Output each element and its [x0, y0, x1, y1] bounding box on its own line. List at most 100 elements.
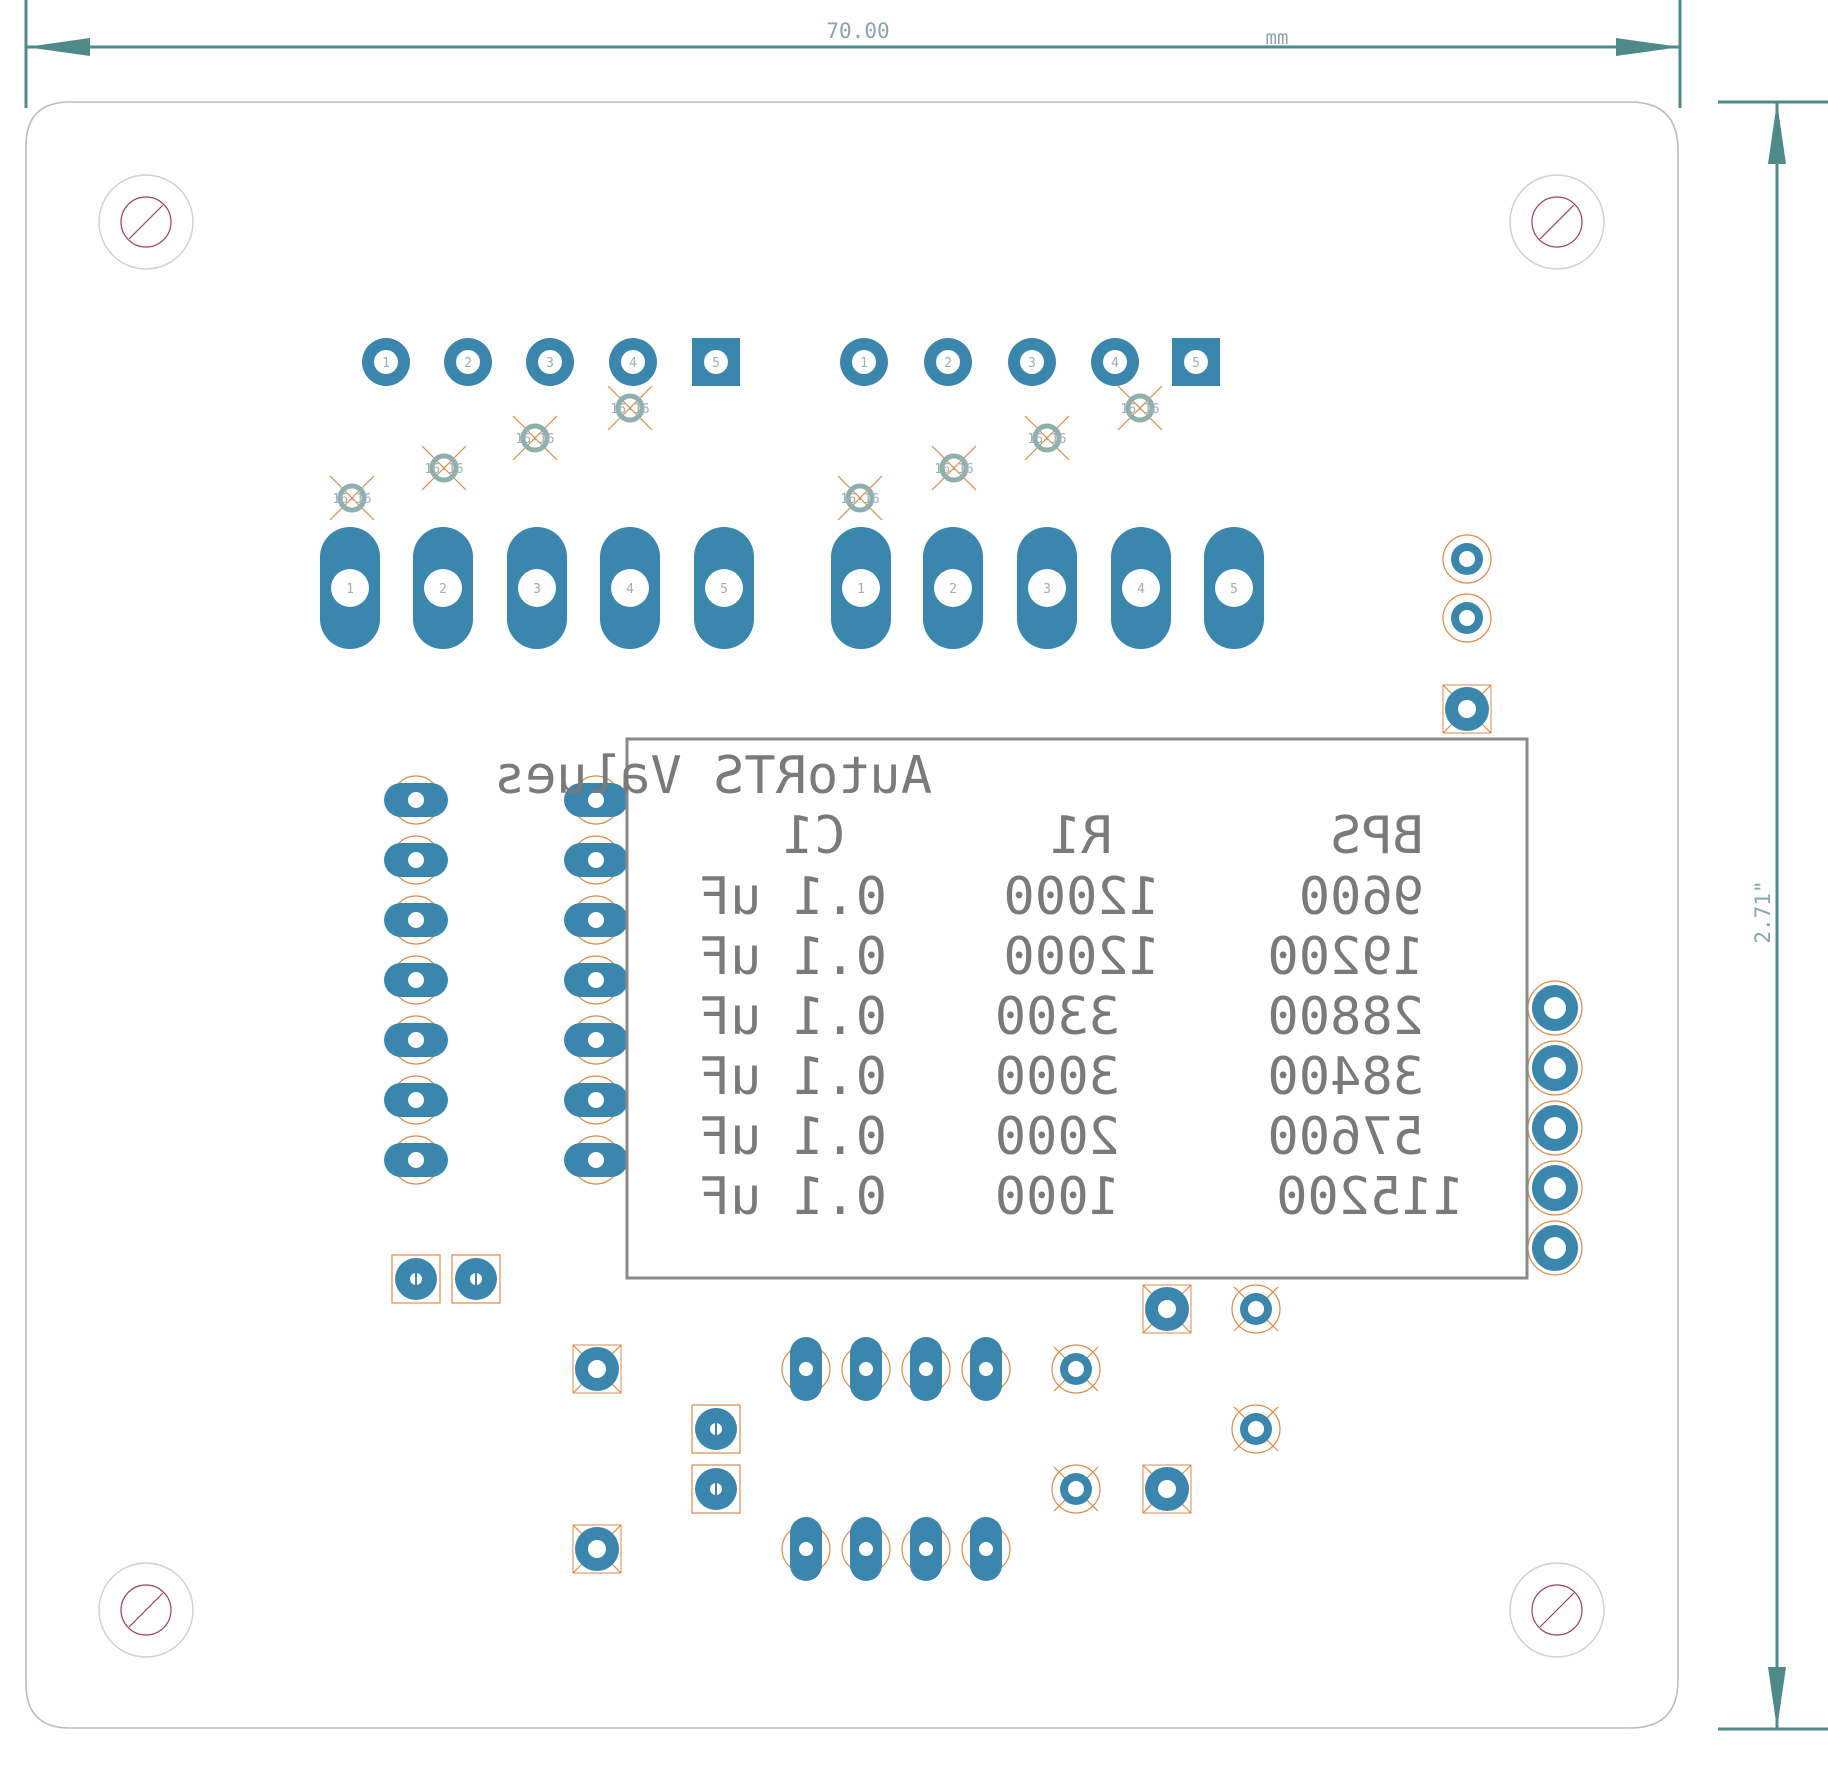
keepout-mark — [512, 415, 558, 461]
drill-hole — [1544, 997, 1566, 1019]
pad-keepout — [1231, 1284, 1281, 1334]
pad-keepout — [1231, 1404, 1281, 1454]
table-row: 0.1 uF — [699, 927, 887, 987]
table-row: 0.1 uF — [699, 1107, 887, 1167]
drill-hole — [705, 569, 743, 607]
drill-hole — [979, 1362, 993, 1376]
mount-hole-slash — [1539, 1592, 1575, 1628]
misc-pads — [391, 534, 1583, 1581]
terminal-number: 2 — [439, 582, 447, 597]
drill-hole — [331, 569, 369, 607]
header-pin-number: 3 — [1028, 356, 1036, 371]
drill-hole — [408, 972, 424, 988]
via-label: 16-16 — [1027, 432, 1066, 447]
drill-hole — [859, 1542, 873, 1556]
via — [337, 483, 367, 513]
drill-hole — [456, 350, 480, 374]
drill-hole — [408, 912, 424, 928]
table-header-c1: C1 — [783, 806, 846, 866]
drill-hole — [704, 350, 728, 374]
pad-keepout — [691, 1404, 741, 1454]
pad-keepout — [572, 1344, 622, 1394]
mount-hole-slash — [128, 204, 164, 240]
drill-hole — [1544, 1057, 1566, 1079]
terminal-number: 2 — [949, 582, 957, 597]
via-label: 16-16 — [515, 432, 554, 447]
table-row: 0.1 uF — [699, 867, 887, 927]
via — [615, 393, 645, 423]
table-row: 115200 — [1276, 1167, 1464, 1227]
header-pin-number: 5 — [1192, 356, 1200, 371]
mount-hole — [120, 1584, 172, 1636]
mount-hole-ring — [1509, 1562, 1605, 1658]
terminal-number: 5 — [1230, 582, 1238, 597]
drill-hole — [1028, 569, 1066, 607]
board-outline — [25, 101, 1679, 1729]
mount-hole-ring — [1509, 174, 1605, 270]
table-row: 3300 — [995, 987, 1120, 1047]
via-label: 16-16 — [332, 492, 371, 507]
table-row: 28800 — [1267, 987, 1424, 1047]
drill-hole — [1544, 1237, 1566, 1259]
mount-hole-ring — [98, 174, 194, 270]
autorts-values-table: AutoRTS Values BPS R1 C1 9600 12000 0.1 … — [494, 737, 1529, 1280]
via-label: 16-16 — [610, 402, 649, 417]
header-pin-number: 4 — [1111, 356, 1119, 371]
table-title: AutoRTS Values — [494, 746, 932, 806]
drill-hole — [408, 1152, 424, 1168]
via — [1125, 393, 1155, 423]
dip-footprint — [384, 775, 628, 1185]
drill-hole — [408, 852, 424, 868]
drill-hole — [919, 1362, 933, 1376]
table-row: 0.1 uF — [699, 1167, 887, 1227]
drill-hole — [1158, 1480, 1176, 1498]
drill-hole — [621, 350, 645, 374]
pad-keepout — [1442, 534, 1492, 584]
header-pin-number: 5 — [712, 356, 720, 371]
drill-hole — [588, 1360, 606, 1378]
pad-keepout — [391, 1254, 441, 1304]
via-label: 16-16 — [840, 492, 879, 507]
drill-hole — [979, 1542, 993, 1556]
mount-hole — [120, 196, 172, 248]
drill-hole — [1215, 569, 1253, 607]
table-row: 12000 — [1003, 867, 1160, 927]
header-pin-number: 3 — [546, 356, 554, 371]
pad-keepout — [1142, 1464, 1192, 1514]
keepout-mark — [329, 475, 375, 521]
via — [520, 423, 550, 453]
drill-hole — [1459, 610, 1475, 626]
keepout-mark — [1117, 385, 1163, 431]
table-row: 0.1 uF — [699, 987, 887, 1047]
drill-hole — [859, 1362, 873, 1376]
header-pin-number: 1 — [860, 356, 868, 371]
mount-hole — [1531, 1584, 1583, 1636]
pad-keepout — [1051, 1344, 1101, 1394]
pad-keepout — [1442, 593, 1492, 643]
via-label: 16-16 — [934, 462, 973, 477]
drill-hole — [934, 569, 972, 607]
drill-hole — [588, 1540, 606, 1558]
drill-hole — [588, 972, 604, 988]
drill-hole — [1184, 350, 1208, 374]
mount-hole-slash — [128, 1592, 164, 1628]
header-pin-number: 2 — [464, 356, 472, 371]
terminal-number: 4 — [626, 582, 634, 597]
via — [429, 453, 459, 483]
drill-hole — [424, 569, 462, 607]
drill-hole — [799, 1362, 813, 1376]
table-row: 3000 — [995, 1047, 1120, 1107]
header-pin-number: 1 — [382, 356, 390, 371]
pad-keepout — [1142, 1284, 1192, 1334]
drill-hole — [538, 350, 562, 374]
drill-hole — [1068, 1361, 1084, 1377]
drill-hole — [1020, 350, 1044, 374]
via-label: 16-16 — [424, 462, 463, 477]
table-row: 2000 — [995, 1107, 1120, 1167]
terminal-number: 3 — [533, 582, 541, 597]
table-row: 12000 — [1003, 927, 1160, 987]
